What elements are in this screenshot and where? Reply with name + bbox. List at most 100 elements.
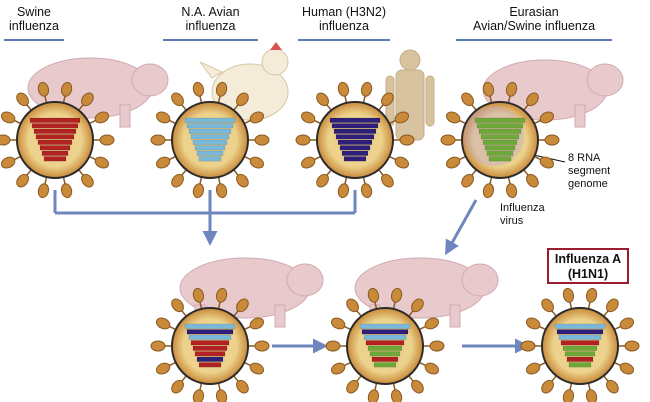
- virus-spike-tip: [171, 298, 184, 313]
- rna-segment-avian: [198, 156, 222, 162]
- virus-spike-tip: [94, 111, 110, 124]
- virus-spike-tip: [16, 92, 29, 107]
- virus-spike-tip: [150, 134, 166, 146]
- rna-segment-swine: [192, 345, 228, 351]
- virus-spike-tip: [367, 389, 380, 402]
- rna-segment-eurasian: [486, 150, 514, 156]
- merge-bracket-arrow: [53, 190, 357, 246]
- annotation-influenza-virus: Influenza virus: [500, 202, 545, 227]
- virus-spike-tip: [192, 287, 205, 303]
- virus-swine: [0, 81, 115, 199]
- virus-spike-tip: [411, 379, 424, 394]
- virus-spike-tip: [236, 379, 249, 394]
- rna-segment-swine: [39, 145, 71, 151]
- virus-spike-tip: [300, 111, 316, 124]
- rna-segment-human: [556, 329, 604, 335]
- virus-spike-tip: [81, 173, 94, 188]
- rna-segment-avian: [363, 334, 407, 340]
- rna-segment-avian: [184, 117, 236, 123]
- virus-spike-tip: [461, 173, 474, 188]
- virus-spike-tip: [192, 183, 205, 199]
- virus-spike-tip: [541, 379, 554, 394]
- virus-spike-tip: [424, 317, 440, 330]
- rna-segment-avian: [194, 145, 226, 151]
- virus-spike-tip: [585, 389, 598, 402]
- virus-spike-tip: [619, 317, 635, 330]
- rna-segment-eurasian: [373, 362, 397, 368]
- virus-spike-tip: [539, 111, 555, 124]
- virus-spike-tip: [606, 379, 619, 394]
- rna-segment-swine: [31, 123, 79, 129]
- rna-segment-human: [339, 145, 371, 151]
- rna-segment-human: [341, 150, 369, 156]
- rna-segment-swine: [190, 340, 230, 346]
- virus-spike-tip: [0, 156, 16, 169]
- virus-spike-tip: [424, 362, 440, 375]
- virus-spike-tip: [155, 111, 171, 124]
- virus-spike-tip: [249, 156, 265, 169]
- virus-spike-tip: [236, 298, 249, 313]
- virus-reassortant-1: [150, 287, 270, 402]
- virus-spike-tip: [215, 389, 228, 402]
- rna-segment-avian: [188, 334, 232, 340]
- virus-spike-tip: [236, 173, 249, 188]
- virus-spike-tip: [37, 183, 50, 199]
- virus-spike-tip: [325, 340, 341, 352]
- virus-spike-tip: [505, 183, 518, 199]
- virus-spike-tip: [360, 81, 373, 97]
- rna-segment-human: [343, 156, 367, 162]
- virus-spike-tip: [155, 362, 171, 375]
- virus-spike-tip: [544, 134, 560, 146]
- virus-spike-tip: [150, 340, 166, 352]
- virus-spike-tip: [0, 111, 16, 124]
- virus-spike-tip: [0, 134, 11, 146]
- virus-spike-tip: [330, 362, 346, 375]
- rna-segment-avian: [192, 139, 228, 145]
- virus-spike-tip: [254, 340, 270, 352]
- rna-segment-avian: [359, 323, 411, 329]
- rna-segment-eurasian: [482, 139, 518, 145]
- rna-segment-avian: [196, 150, 224, 156]
- virus-spike-tip: [381, 92, 394, 107]
- virus-spike-tip: [429, 340, 445, 352]
- virus-spike-tip: [155, 156, 171, 169]
- virus-spike-tip: [337, 81, 350, 97]
- virus-spike-tip: [337, 183, 350, 199]
- annotation-rna-segments: 8 RNA segment genome: [568, 152, 611, 190]
- rna-segment-eurasian: [484, 145, 516, 151]
- virus-spike-tip: [295, 134, 311, 146]
- eurasian-arrow: [445, 199, 478, 256]
- virus-spike-tip: [526, 173, 539, 188]
- virus-avian: [150, 81, 270, 199]
- virus-eurasian: [440, 81, 560, 199]
- chicken-silhouette: [199, 42, 289, 121]
- virus-spike-tip: [394, 156, 410, 169]
- virus-spike-tip: [330, 317, 346, 330]
- rna-segment-human: [329, 117, 381, 123]
- virus-spike-tip: [411, 298, 424, 313]
- rna-segment-avian: [558, 334, 602, 340]
- rna-segment-eurasian: [480, 134, 520, 140]
- virus-spike-tip: [215, 287, 228, 303]
- virus-spike-tip: [236, 92, 249, 107]
- virus-spike-tip: [440, 134, 456, 146]
- virus-spike-tip: [541, 298, 554, 313]
- virus-spike-tip: [192, 389, 205, 402]
- rna-segment-swine: [37, 139, 73, 145]
- rna-segment-swine: [35, 134, 75, 140]
- virus-spike-tip: [562, 287, 575, 303]
- virus-spike-tip: [526, 92, 539, 107]
- rna-segment-swine: [194, 351, 226, 357]
- virus-spike-tip: [171, 379, 184, 394]
- virus-spike-tip: [461, 92, 474, 107]
- virus-reassortant-2: [325, 287, 445, 402]
- virus-spike-tip: [192, 81, 205, 97]
- virus-spike-tip: [37, 81, 50, 97]
- virus-spike-tip: [249, 111, 265, 124]
- rna-segment-swine: [33, 128, 77, 134]
- virus-spike-tip: [249, 362, 265, 375]
- virus-spike-tip: [482, 81, 495, 97]
- virus-spike-tip: [300, 156, 316, 169]
- rna-segment-swine: [41, 150, 69, 156]
